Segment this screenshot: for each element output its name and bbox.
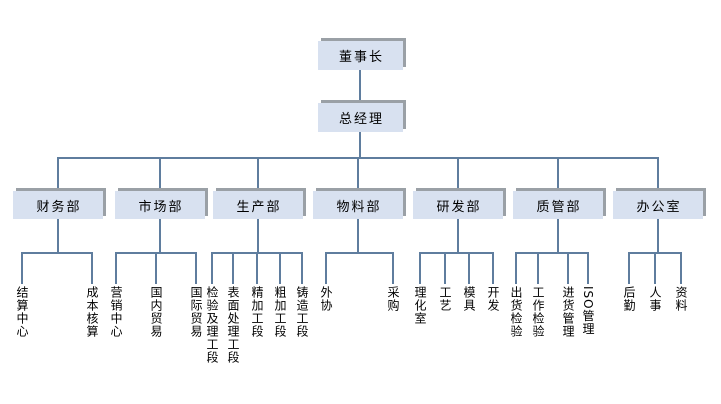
dept-node-finance: 财务部 [13, 191, 103, 219]
leaf-node: 进货管理 [561, 286, 575, 338]
leaf-node: 开发 [486, 286, 500, 312]
dept-node-market: 市场部 [115, 191, 205, 219]
leaf-node: 精加工段 [250, 286, 264, 338]
leaf-node: 成本核算 [85, 286, 99, 338]
dept-drop-connectors [57, 157, 659, 191]
leaf-node: 国内贸易 [149, 286, 163, 338]
general-manager-node: 总经理 [318, 103, 403, 132]
leaf-node: 检验及理工段 [205, 286, 219, 364]
dept-node-rnd: 研发部 [413, 191, 503, 219]
leaf-node: 国际贸易 [189, 286, 203, 338]
leaf-node: 模具 [462, 286, 476, 312]
chairman-node: 董事长 [318, 41, 403, 70]
leaf-node: 结算中心 [15, 286, 29, 338]
leaf-node: 人事 [648, 286, 662, 312]
leaf-node: 理化室 [413, 286, 427, 325]
leaf-node: 外协 [319, 286, 333, 312]
dept-node-production: 生产部 [213, 191, 303, 219]
leaf-node: 后勤 [622, 286, 636, 312]
connector-group [21, 70, 682, 284]
leaf-node: 营销中心 [109, 286, 123, 338]
dept-stub-connectors [57, 219, 659, 254]
leaf-node: 资料 [674, 286, 688, 312]
dept-node-office: 办公室 [613, 191, 703, 219]
leaf-node: 铸造工段 [295, 286, 309, 338]
leaf-node: 工艺 [438, 286, 452, 312]
leaf-drop-connectors [21, 252, 682, 284]
leaf-node: 采购 [386, 286, 400, 312]
leaf-node: ISO管理 [581, 286, 595, 336]
leaf-node: 工作检验 [531, 286, 545, 338]
dept-node-materials: 物料部 [313, 191, 403, 219]
leaf-node: 表面处理工段 [226, 286, 240, 364]
dept-node-quality: 质管部 [513, 191, 603, 219]
leaf-node: 粗加工段 [273, 286, 287, 338]
leaf-node: 出货检验 [509, 286, 523, 338]
